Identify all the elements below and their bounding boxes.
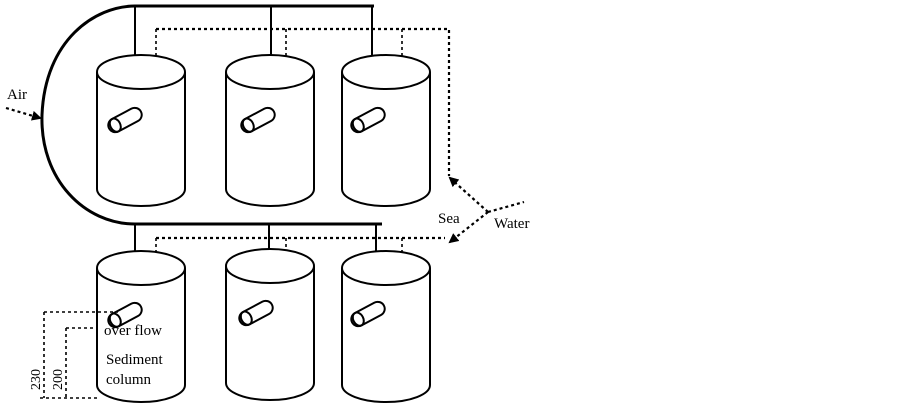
tank-top-1 [96,54,186,207]
tank-bottom-3 [341,250,431,403]
overflow-pipe [107,106,143,134]
overflow-label: over flow [104,323,162,339]
sediment-column-label-line2: column [106,372,151,388]
dimension-230-label: 230 [29,369,44,390]
tank-top-2 [225,54,315,207]
air-input-arrow [5,106,42,121]
overflow-pipe [238,299,274,327]
air-label: Air [7,87,27,103]
sea-water-splitter [448,176,525,244]
tank-bottom-2 [225,248,315,401]
air-supply-line [40,4,382,274]
overflow-pipe [350,300,386,328]
overflow-pipe [107,301,143,329]
dimension-lines [40,311,118,399]
overflow-pipe [350,106,386,134]
sediment-column-label-line1: Sediment [106,352,163,368]
tank-top-3 [341,54,431,207]
dimension-200-label: 200 [51,369,66,390]
water-label: Water [494,216,529,232]
tank-bottom-1 [96,250,186,403]
overflow-pipe [240,106,276,134]
sea-label: Sea [438,211,460,227]
